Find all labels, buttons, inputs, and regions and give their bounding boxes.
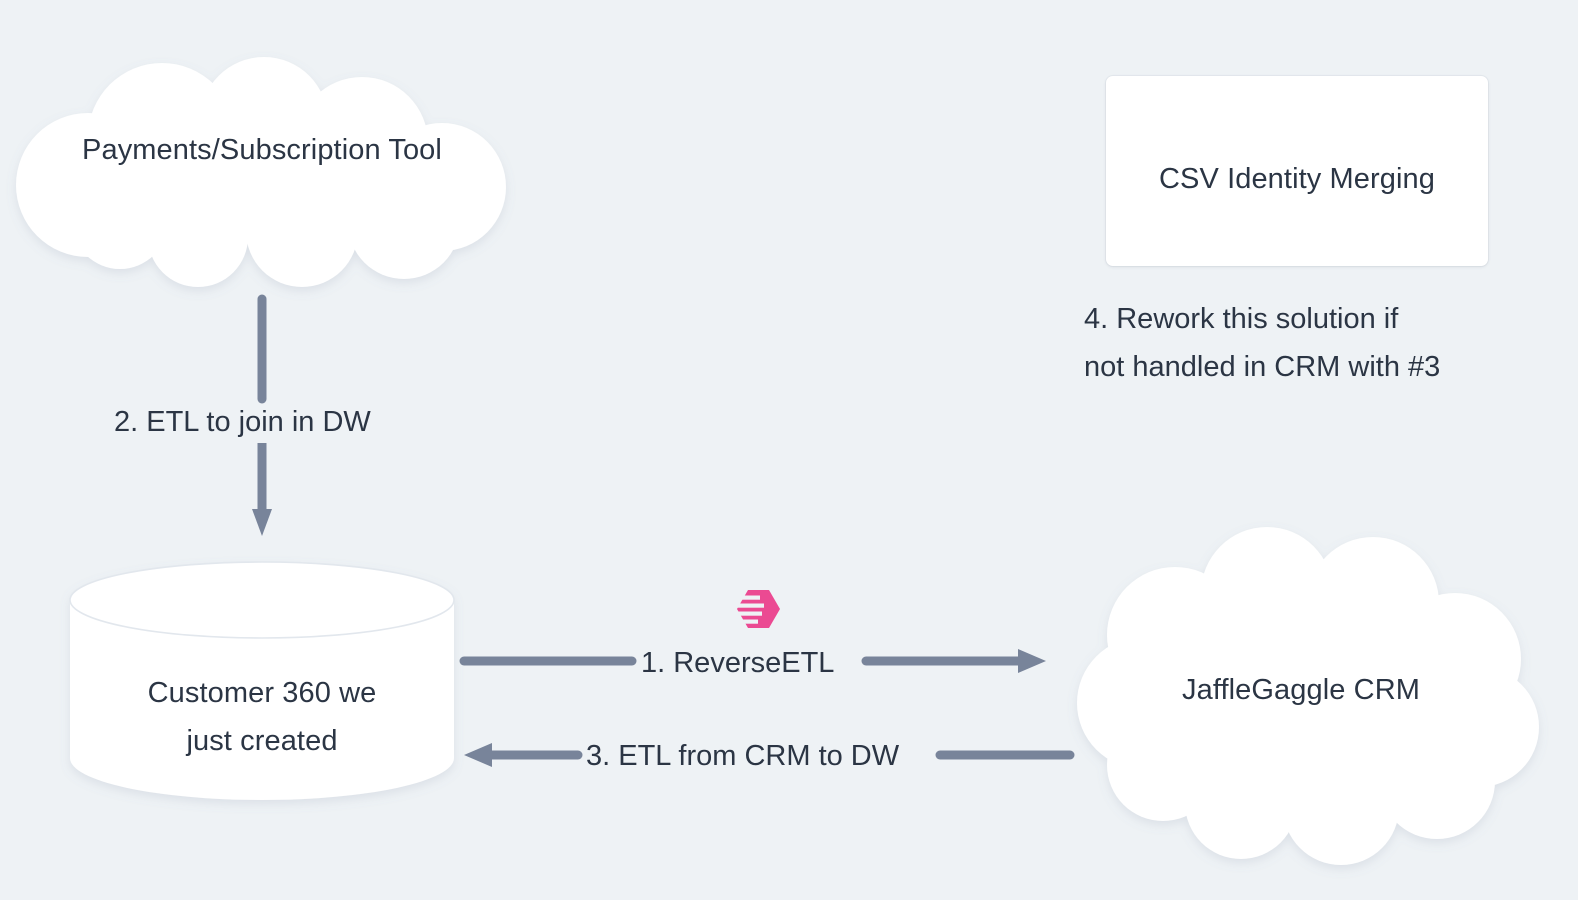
edge-etl-from-crm-arrow <box>462 740 1075 770</box>
note-rework-solution: 4. Rework this solution if not handled i… <box>1084 303 1441 383</box>
hightouch-logo-icon <box>736 588 782 630</box>
edge-reverse-etl-arrow <box>459 646 1048 676</box>
edge-etl-join-arrow <box>252 294 272 540</box>
node-payments-cloud[interactable]: Payments/Subscription Tool <box>2 55 522 287</box>
node-customer360-cylinder[interactable]: Customer 360 we just created <box>66 560 458 812</box>
edge-etl-join-label: 2. ETL to join in DW <box>114 406 371 438</box>
node-csv-identity-merging-box[interactable]: CSV Identity Merging <box>1106 76 1488 266</box>
node-csv-identity-merging-label: CSV Identity Merging <box>1158 163 1435 195</box>
node-crm-cloud[interactable]: JaffleGaggle CRM <box>1055 525 1547 865</box>
